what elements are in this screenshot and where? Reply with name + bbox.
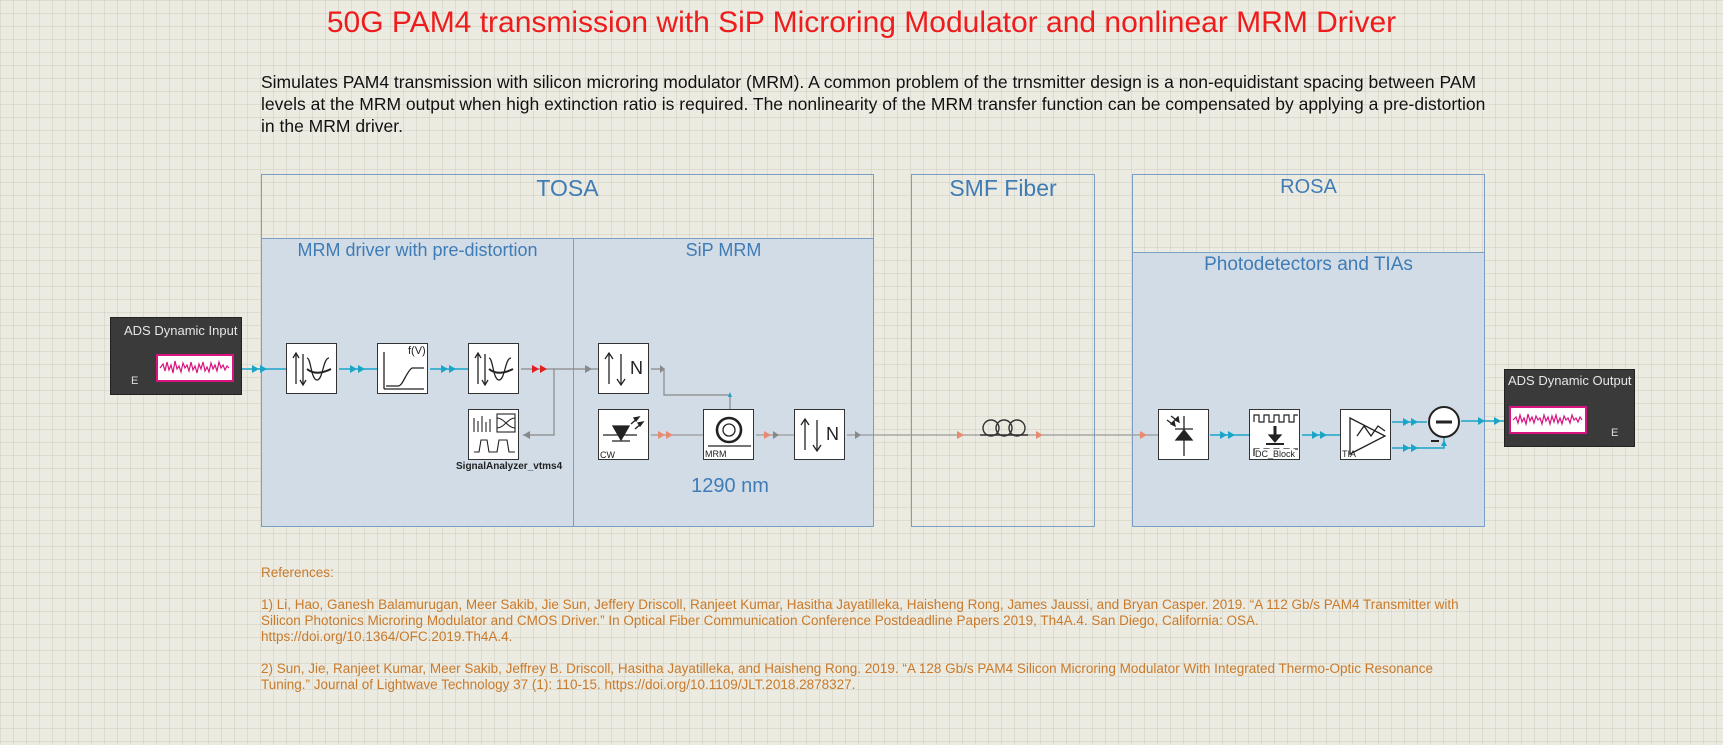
polarization-n-icon — [800, 417, 822, 453]
tia-label: TIA — [1342, 449, 1357, 459]
n-label: N — [630, 358, 643, 378]
microring-icon — [708, 416, 751, 447]
polarization-block-2[interactable]: N — [794, 409, 845, 460]
ads-dynamic-input[interactable]: ADS Dynamic Input E — [110, 317, 242, 395]
photodetectors-panel — [1132, 252, 1485, 527]
output-port-label: E — [1611, 427, 1619, 439]
sip-mrm-panel — [573, 238, 874, 527]
tia-block[interactable]: TIA — [1340, 409, 1391, 460]
mrm-driver-label: MRM driver with pre-distortion — [297, 240, 538, 260]
photodetectors-label: Photodetectors and TIAs — [1204, 254, 1413, 275]
ads-input-title: ADS Dynamic Input — [124, 323, 238, 338]
page-title: 50G PAM4 transmission with SiP Microring… — [326, 6, 1397, 39]
tia-amplifier-icon — [1349, 416, 1387, 456]
references: References: 1) Li, Hao, Ganesh Balamurug… — [261, 565, 1461, 693]
polarization-block-1[interactable]: N — [598, 343, 649, 394]
mrm-label: MRM — [705, 449, 727, 459]
description-text: Simulates PAM4 transmission with silicon… — [261, 72, 1486, 136]
minus-sign-icon — [1431, 440, 1439, 442]
tosa-label: TOSA — [536, 175, 599, 201]
rosa-label: ROSA — [1280, 176, 1337, 198]
subtractor-icon — [1428, 406, 1460, 438]
dc-block-label: DC_Block — [1255, 449, 1296, 459]
fiber-label: SMF Fiber — [949, 175, 1057, 201]
dc-block[interactable]: DC_Block — [1249, 409, 1300, 460]
n-label: N — [826, 424, 839, 444]
subtractor-block[interactable] — [1427, 405, 1461, 439]
nonlinear-function-block[interactable]: f(V) — [377, 343, 428, 394]
reference-2: 2) Sun, Jie, Ranjeet Kumar, Meer Sakib, … — [261, 661, 1434, 692]
nonlinear-function-icon — [383, 352, 424, 390]
cw-laser-icon — [603, 416, 645, 442]
cw-label: CW — [600, 450, 615, 460]
filter-block-2[interactable] — [468, 343, 519, 394]
signal-analyzer-block[interactable] — [468, 409, 519, 460]
sip-mrm-label: SiP MRM — [685, 240, 762, 260]
microring-modulator-block[interactable]: MRM — [703, 409, 754, 460]
wavelength-label: 1290 nm — [691, 475, 769, 497]
references-heading: References: — [261, 565, 334, 580]
filter-icon — [474, 351, 514, 387]
photodetector-block[interactable] — [1158, 409, 1209, 460]
cw-laser-block[interactable]: CW — [598, 409, 649, 460]
fiber-coil-icon — [980, 419, 1028, 437]
polarization-n-icon — [604, 351, 626, 387]
waveform-icon — [1509, 406, 1587, 434]
photodetector-icon — [1166, 415, 1194, 456]
fiber-panel — [911, 174, 1095, 527]
waveform-icon — [156, 354, 234, 382]
ads-dynamic-output[interactable]: ADS Dynamic Output E — [1504, 369, 1635, 447]
reference-1: 1) Li, Hao, Ganesh Balamurugan, Meer Sak… — [261, 597, 1459, 644]
filter-icon — [292, 351, 332, 387]
signal-analyzer-icon — [473, 413, 516, 453]
ads-output-title: ADS Dynamic Output — [1508, 373, 1632, 388]
filter-block-1[interactable] — [286, 343, 337, 394]
analyzer-label: SignalAnalyzer_vtms4 — [456, 461, 563, 472]
input-port-label: E — [131, 375, 139, 387]
fv-label: f(V) — [408, 345, 426, 357]
